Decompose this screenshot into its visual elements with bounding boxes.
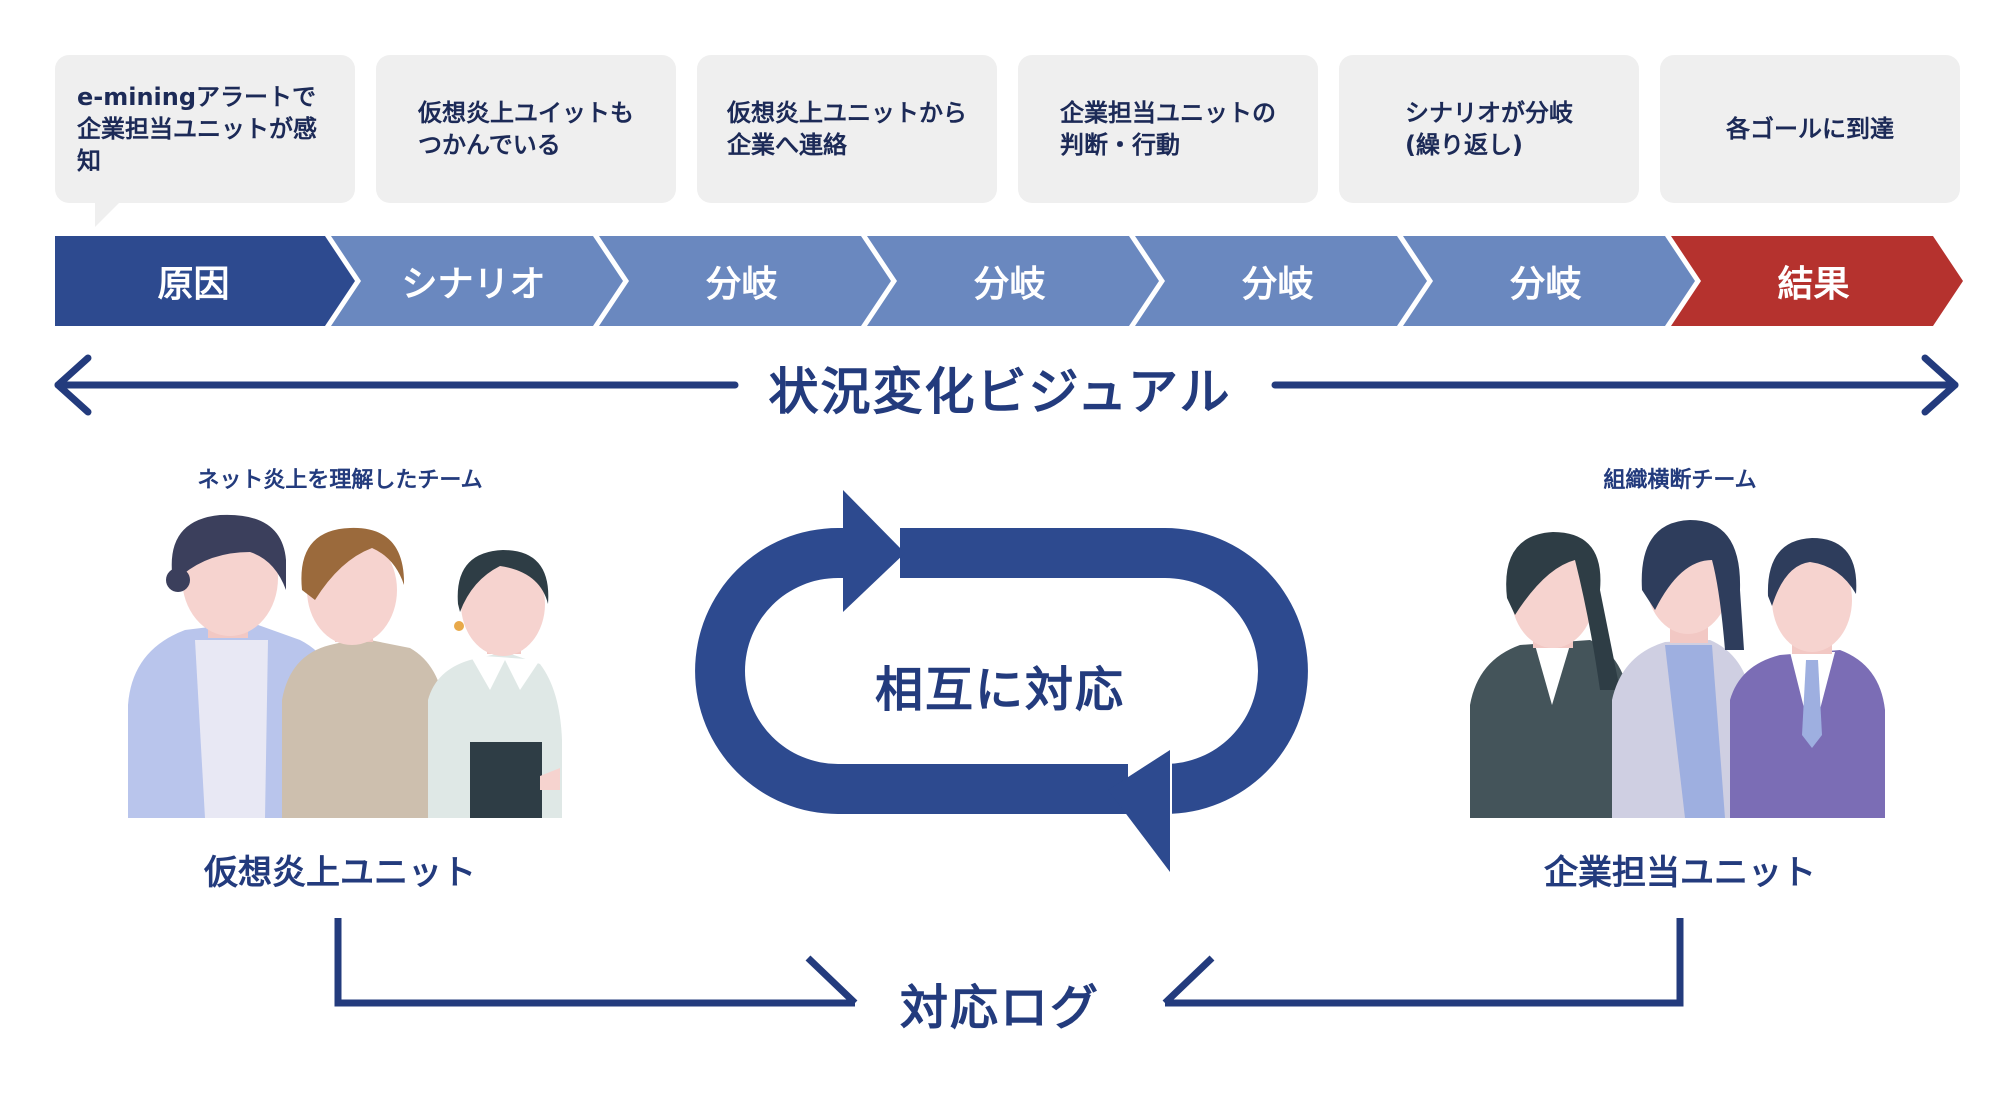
cycle-arrow-head-bottom [1108,750,1170,872]
step-branch-2: 分岐 [973,264,1046,305]
left-log-arrow [805,955,858,1006]
step-branch-1: 分岐 [705,264,778,305]
step-scenario: シナリオ [401,264,546,305]
right-team-illustration [1470,520,1885,818]
chevron-result [1671,236,1963,326]
person-icon [1730,538,1885,818]
bubble-text: 企業担当ユニットの 判断・行動 [1060,99,1276,159]
person-icon [1612,520,1752,818]
left-team-caption: ネット炎上を理解したチーム [197,468,483,493]
person-icon [128,514,345,818]
step-result: 結果 [1777,264,1850,305]
person-icon [1470,532,1632,818]
bubble-text: シナリオが分岐 (繰り返し) [1405,99,1573,159]
bubble-branch-3: シナリオが分岐 (繰り返し) [1339,55,1639,203]
bubble-text: 仮想炎上ユニットから 企業へ連絡 [727,99,967,159]
left-unit-label: 仮想炎上ユニット [204,853,476,893]
right-team-caption: 組織横断チーム [1603,468,1757,493]
cycle-arrow-head-top [843,490,905,612]
left-log-line [334,918,855,1007]
chevron-cause [55,236,355,326]
right-unit-label: 企業担当ユニット [1544,853,1816,893]
chevron-scenario [331,236,623,326]
cycle-ring [695,528,1308,814]
bubble-branch-2: 企業担当ユニットの 判断・行動 [1018,55,1318,203]
step-branch-4: 分岐 [1509,264,1582,305]
process-chevrons [55,236,1963,326]
left-team-illustration [128,514,562,818]
bubble-tail [95,201,121,227]
bubble-branch-1: 仮想炎上ユニットから 企業へ連絡 [697,55,997,203]
bubble-text: 仮想炎上ユイットも つかんでいる [418,99,634,159]
chevron-branch-3 [1135,236,1427,326]
response-log-label: 対応ログ [899,980,1100,1036]
bubble-text: 各ゴールに到達 [1726,115,1894,143]
visual-double-arrow [54,354,1959,416]
bubble-result: 各ゴールに到達 [1660,55,1960,203]
person-icon [282,527,445,818]
log-connectors [334,918,1684,1007]
chevron-branch-2 [867,236,1159,326]
person-icon [428,550,562,818]
bubble-scenario: 仮想炎上ユイットも つかんでいる [376,55,676,203]
mutual-response-label: 相互に対応 [874,662,1125,718]
chevron-branch-1 [599,236,891,326]
right-log-line [1165,918,1684,1007]
cycle-loop [695,490,1308,872]
bubble-text: e-miningアラートで 企業担当ユニットが感知 [77,83,317,175]
step-branch-3: 分岐 [1241,264,1314,305]
situation-visual-label: 状況変化ビジュアル [768,363,1232,421]
bubble-cause: e-miningアラートで 企業担当ユニットが感知 [55,55,355,227]
right-log-arrow [1162,955,1215,1006]
step-cause: 原因 [157,264,230,305]
chevron-branch-4 [1403,236,1695,326]
